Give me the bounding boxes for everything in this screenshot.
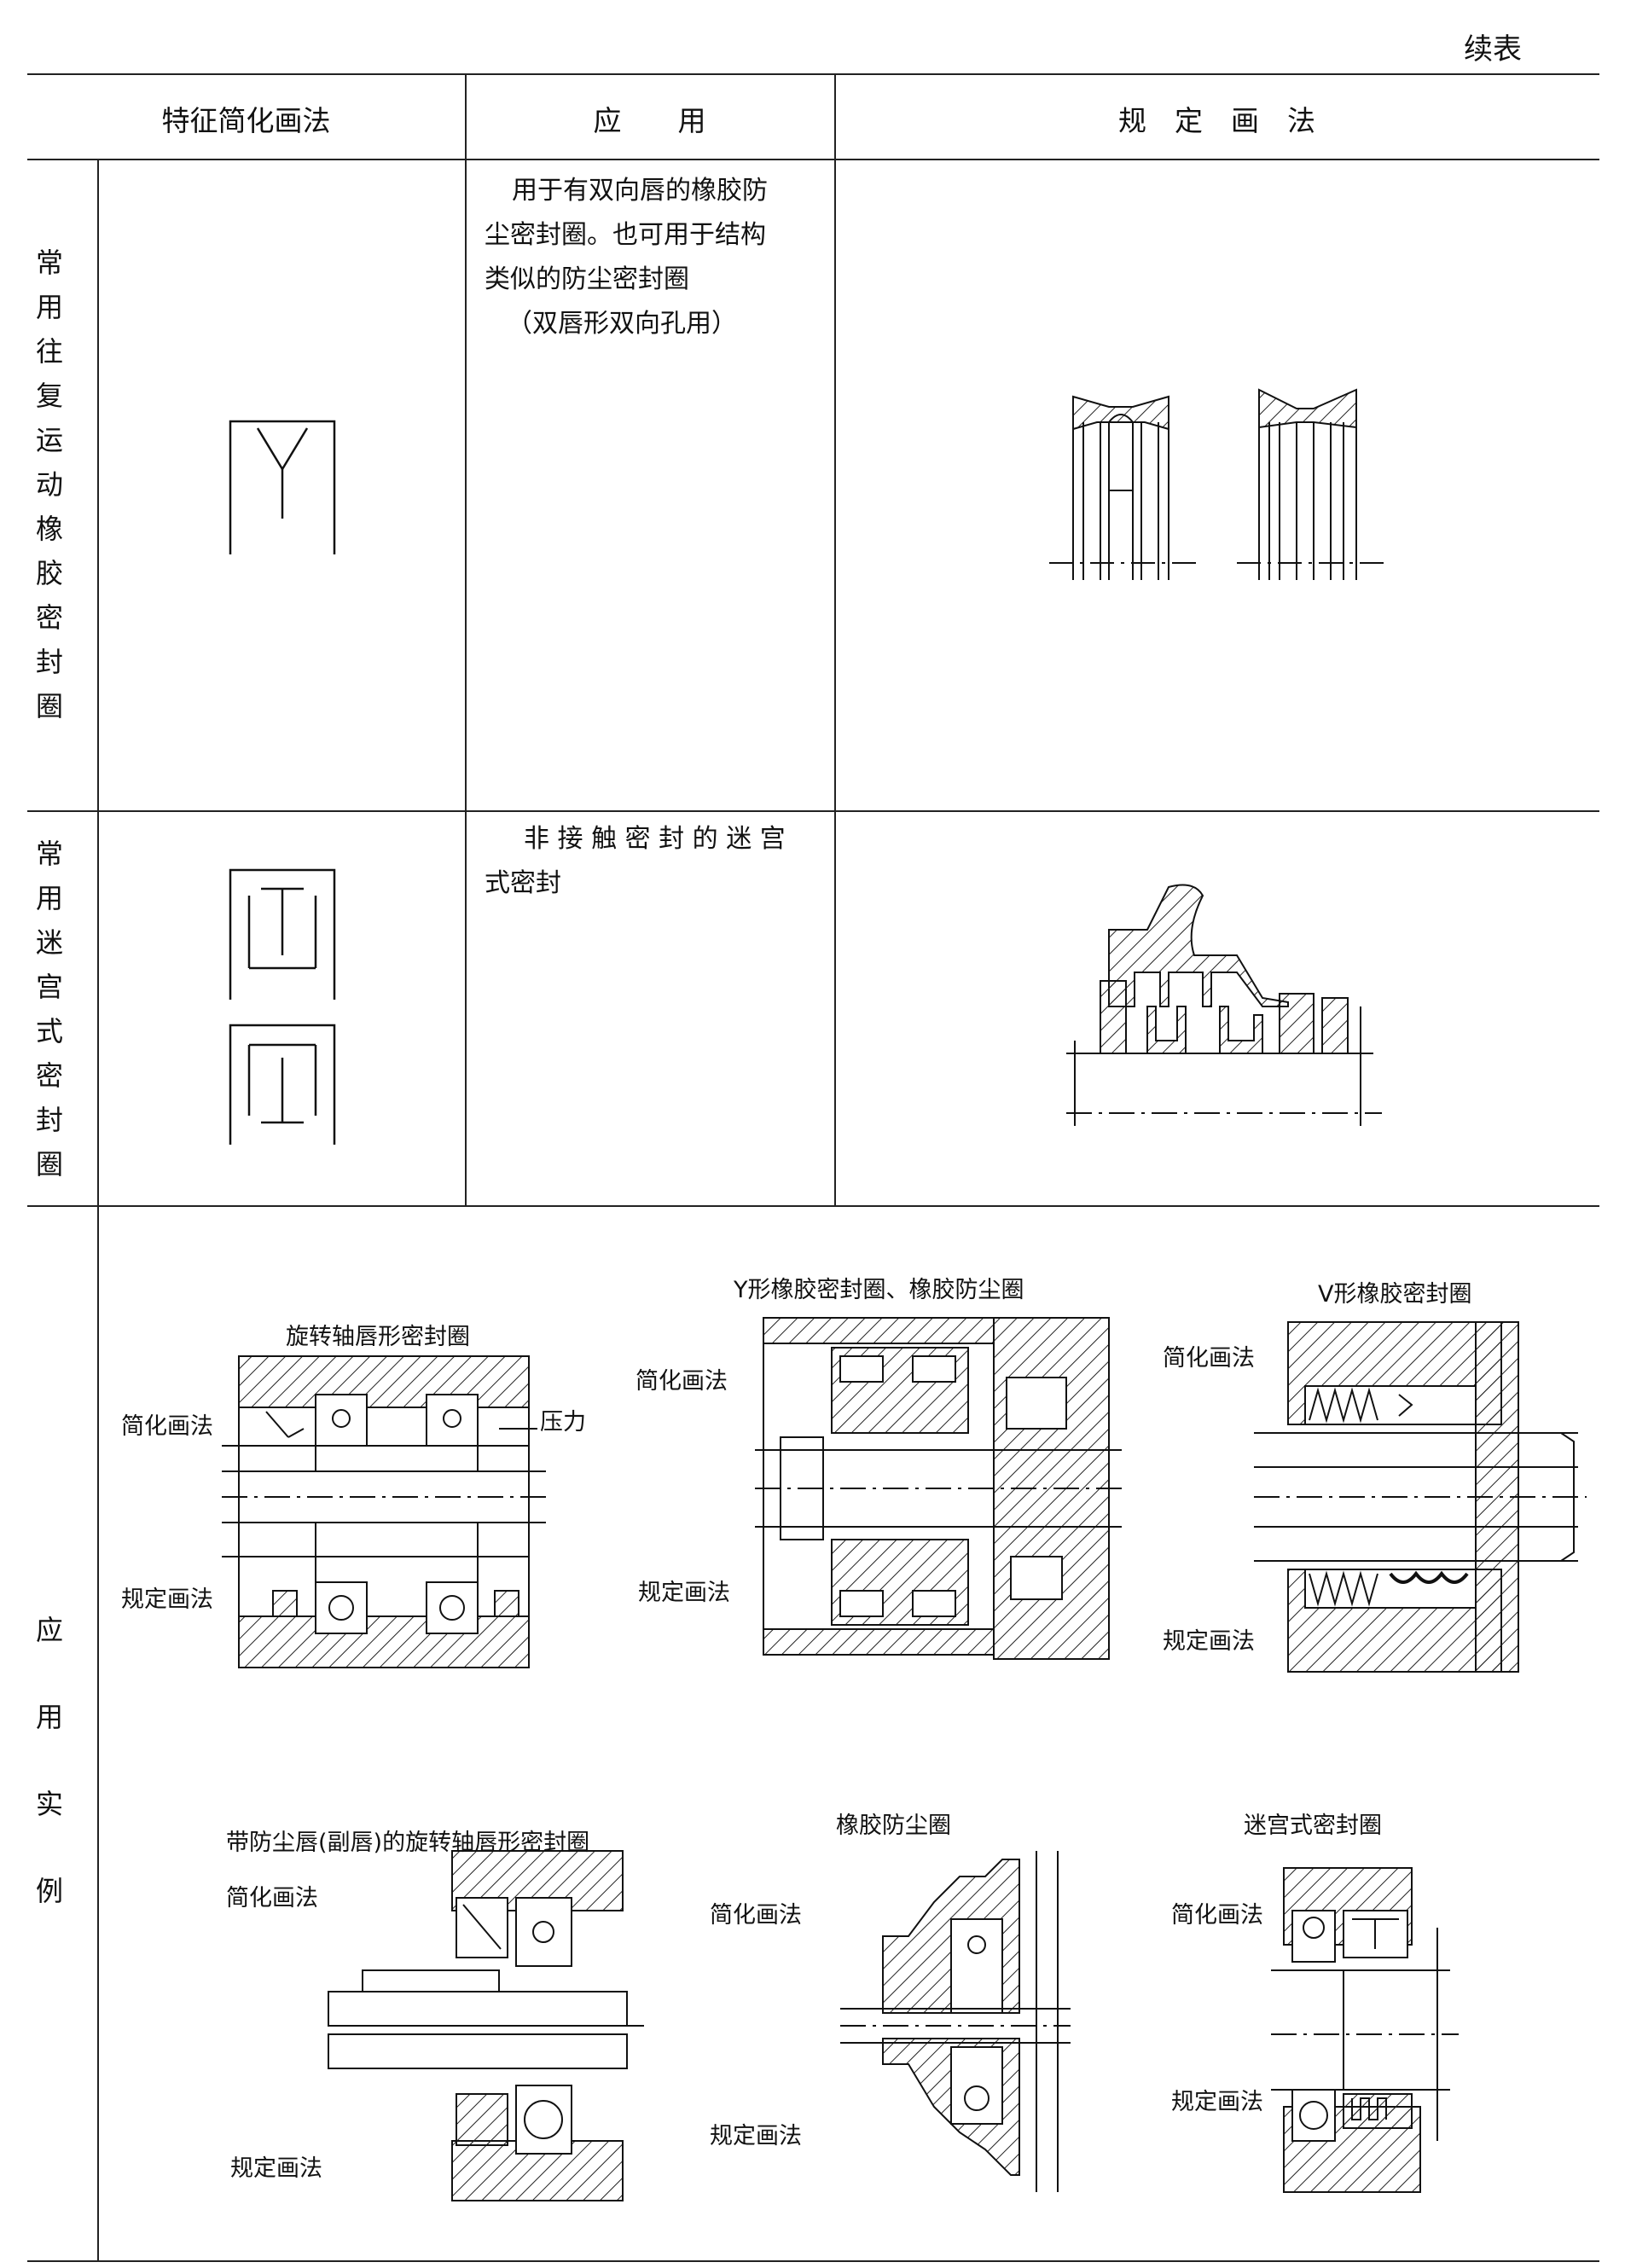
row2-category: 常用迷宫式密封圈: [36, 838, 64, 1180]
example1-regular-label: 规定画法: [121, 1586, 213, 1613]
example5-simplified-label: 简化画法: [710, 1902, 802, 1929]
row1-app-line: 用于有双向唇的橡胶防: [512, 176, 768, 206]
example2-regular-label: 规定画法: [638, 1580, 730, 1606]
header-regular: 规 定 画 法: [1118, 104, 1315, 137]
example1-drawing: [222, 1352, 546, 1676]
example6-drawing: [1271, 1859, 1459, 2201]
example3-simplified-label: 简化画法: [1163, 1345, 1255, 1372]
header-simplified: 特征简化画法: [161, 104, 331, 137]
example2-drawing: [755, 1309, 1122, 1676]
row2-app-line: 非 接 触 密 封 的 迷 宫: [524, 824, 786, 854]
example1-pressure-label: 压力: [540, 1409, 586, 1436]
example5-regular-label: 规定画法: [710, 2123, 802, 2149]
example5-title: 橡胶防尘圈: [836, 1813, 951, 1839]
row2-app-line: 式密封: [485, 868, 561, 898]
header-application: 应 用: [593, 104, 706, 137]
row1-bottom-border: [27, 810, 1599, 812]
example3-title: V形橡胶密封圈: [1318, 1281, 1472, 1308]
example6-title: 迷宫式密封圈: [1244, 1813, 1382, 1839]
col1-col2-divider: [465, 73, 467, 1205]
row2-application: 非 接 触 密 封 的 迷 宫 式密封: [485, 817, 786, 906]
example3-drawing: [1254, 1318, 1587, 1676]
row1-category: 常用往复运动橡胶密封圈: [36, 247, 64, 722]
example6-simplified-label: 简化画法: [1171, 1902, 1263, 1929]
double-lip-seal-regular-drawing: [1049, 388, 1442, 584]
col2-col3-divider: [834, 73, 836, 1205]
example6-regular-label: 规定画法: [1171, 2089, 1263, 2115]
row1-app-line: 类似的防尘密封圈: [485, 264, 689, 294]
row1-app-line: 尘密封圈。也可用于结构: [485, 220, 766, 250]
table-bottom-border: [27, 2260, 1599, 2262]
example1-title: 旋转轴唇形密封圈: [286, 1324, 470, 1350]
table-top-border: [27, 73, 1599, 75]
row1-app-line: （双唇形双向孔用）: [507, 309, 737, 339]
example4-drawing: [328, 1847, 644, 2205]
example2-title: Y形橡胶密封圈、橡胶防尘圈: [734, 1277, 1024, 1303]
continued-label: 续表: [1464, 32, 1522, 67]
example4-simplified-label: 简化画法: [226, 1885, 318, 1911]
example1-simplified-label: 简化画法: [121, 1413, 213, 1440]
example5-drawing: [840, 1842, 1071, 2201]
labyrinth-seal-regular-drawing: [1066, 879, 1390, 1126]
row1-application: 用于有双向唇的橡胶防 尘密封圈。也可用于结构 类似的防尘密封圈 （双唇形双向孔用…: [485, 169, 768, 346]
examples-category: 应用实例: [36, 1614, 64, 1907]
labyrinth-seal-symbol: [227, 870, 338, 1151]
example2-simplified-label: 简化画法: [635, 1368, 728, 1395]
header-bottom-border: [27, 159, 1599, 160]
category-column-divider: [97, 159, 99, 2260]
row2-bottom-border: [27, 1205, 1599, 1207]
double-lip-seal-symbol: [222, 418, 341, 554]
example4-regular-label: 规定画法: [230, 2155, 322, 2182]
example3-regular-label: 规定画法: [1163, 1628, 1255, 1655]
